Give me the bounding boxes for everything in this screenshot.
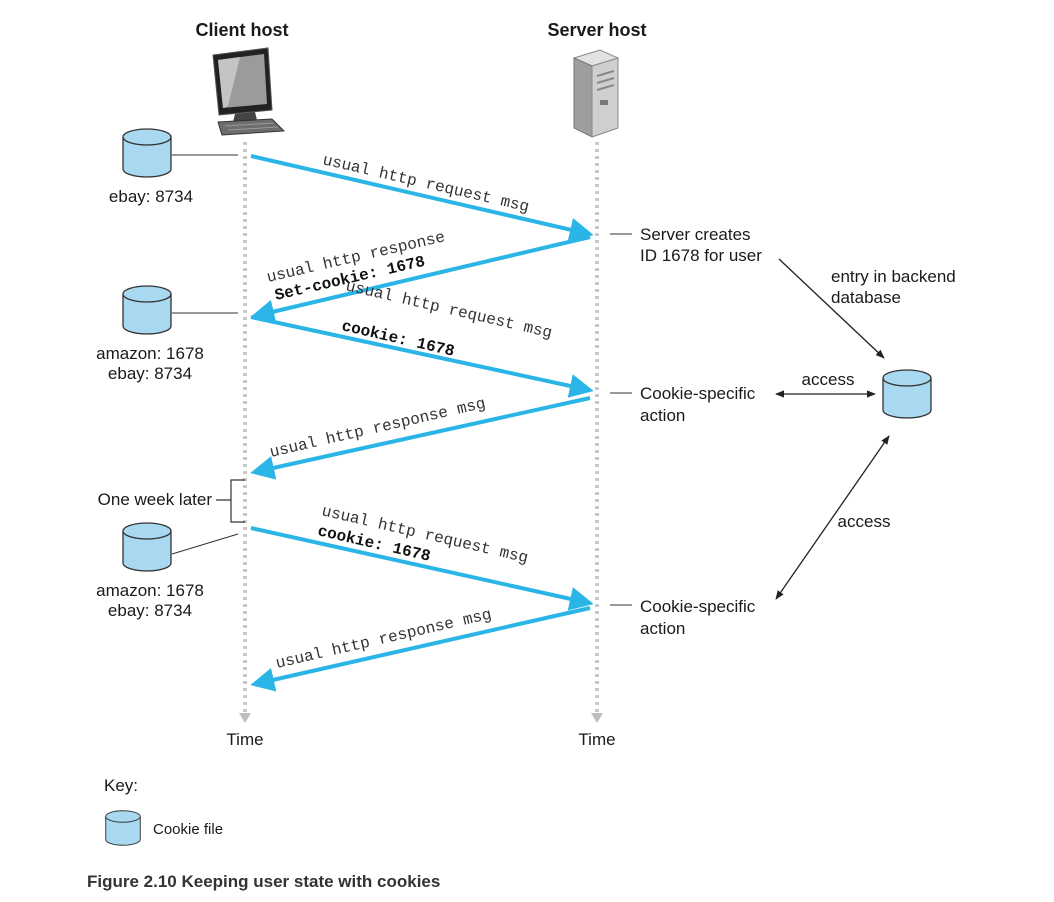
cookie-file-icon [122, 128, 172, 178]
backend-entry-line2: database [831, 288, 901, 307]
cookie-store-2-line2: ebay: 8734 [108, 364, 192, 383]
store-connector [171, 533, 239, 555]
backend-database-icon [882, 369, 932, 419]
server-creates-line1: Server creates [640, 225, 751, 244]
create-entry-arrow [778, 258, 885, 359]
access-label-2: access [838, 512, 891, 531]
server-time-label: Time [578, 730, 615, 749]
response-arrow-2 [250, 396, 591, 480]
access-label-1: access [802, 370, 855, 389]
cookie-file-icon [122, 522, 172, 572]
one-week-later-label: One week later [98, 490, 213, 509]
request-msg-1-label: usual http request msg [321, 151, 531, 216]
cookie-file-icon [122, 285, 172, 335]
key-cookie-file-label: Cookie file [153, 821, 223, 838]
backend-entry-line1: entry in backend [831, 267, 956, 286]
cookie-action-2-line1: Cookie-specific [640, 597, 756, 616]
cookie-store-1-line1: ebay: 8734 [109, 187, 193, 206]
client-time-arrowhead [239, 713, 251, 723]
cookie-file-icon [105, 810, 141, 846]
cookie-action-1-line1: Cookie-specific [640, 384, 756, 403]
request-arrow-2 [250, 315, 594, 398]
one-week-bracket [216, 479, 245, 523]
figure-caption: Figure 2.10 Keeping user state with cook… [87, 872, 440, 891]
client-host-title: Client host [196, 20, 289, 40]
response-arrow-1 [250, 235, 591, 324]
client-computer-icon [212, 47, 286, 136]
response-arrow-3 [250, 606, 591, 692]
key-title: Key: [104, 776, 138, 795]
cookie-store-2-line1: amazon: 1678 [96, 344, 204, 363]
cookie-store-3-line2: ebay: 8734 [108, 601, 192, 620]
server-time-arrowhead [591, 713, 603, 723]
server-host-title: Server host [547, 20, 646, 40]
server-creates-line2: ID 1678 for user [640, 246, 762, 265]
request-arrow-3 [250, 526, 594, 611]
cookie-action-1-line2: action [640, 406, 685, 425]
access-arrow-2 [775, 435, 890, 600]
cookie-store-3-line1: amazon: 1678 [96, 581, 204, 600]
server-tower-icon [572, 49, 620, 138]
client-time-label: Time [226, 730, 263, 749]
cookie-action-2-line2: action [640, 619, 685, 638]
request-arrow-1 [250, 154, 594, 242]
